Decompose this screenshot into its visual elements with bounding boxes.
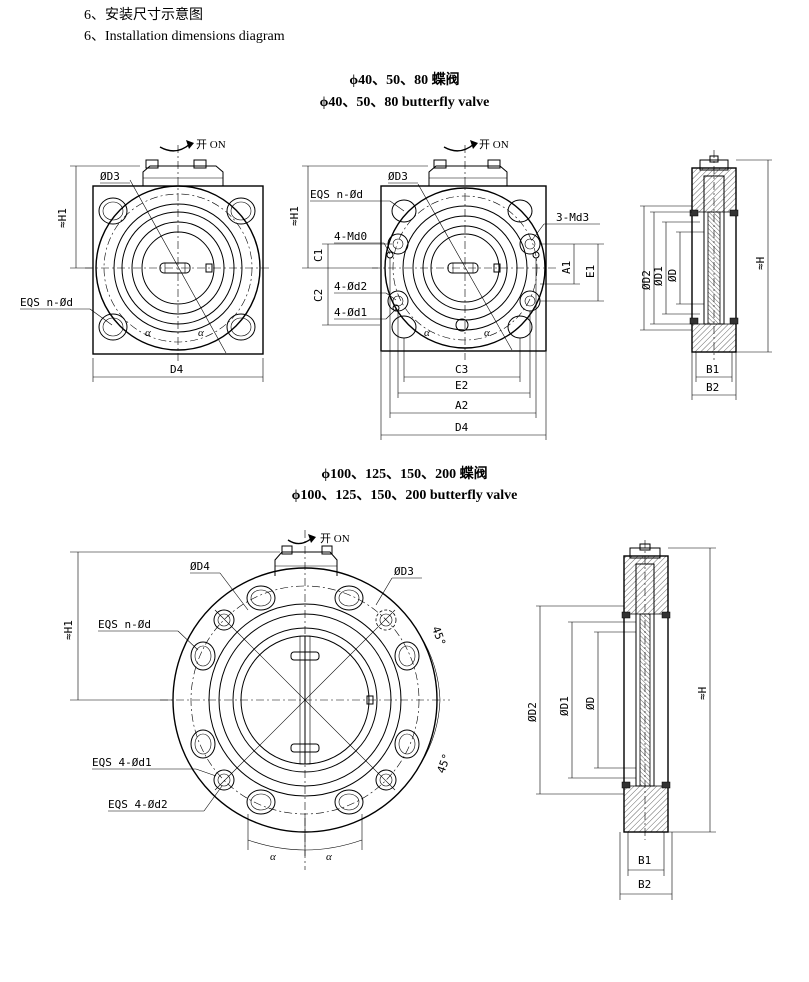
label-h: ≈H bbox=[754, 257, 767, 270]
label-c3: C3 bbox=[455, 363, 468, 376]
label-d3: ØD3 bbox=[388, 170, 408, 183]
label-h: ≈H bbox=[696, 687, 709, 700]
label-alpha-2: α bbox=[326, 851, 332, 863]
label-b1: B1 bbox=[706, 363, 719, 376]
label-d1: ØD1 bbox=[652, 266, 665, 286]
open-direction-arrow bbox=[159, 143, 191, 152]
section-heading-cn: 6、安装尺寸示意图 bbox=[84, 8, 203, 23]
label-d2: 4-Ød2 bbox=[334, 280, 367, 293]
label-b2: B2 bbox=[706, 381, 719, 394]
bolt-holes bbox=[98, 197, 256, 341]
label-alpha-1: α bbox=[424, 327, 430, 339]
label-d4: D4 bbox=[170, 363, 184, 376]
small-valve-title-en: ϕ40、50、80 butterfly valve bbox=[319, 95, 490, 110]
label-b2: B2 bbox=[638, 878, 651, 891]
label-eqs-d2: EQS 4-Ød2 bbox=[108, 798, 168, 811]
label-d4: D4 bbox=[455, 421, 469, 434]
label-h1: ≈H1 bbox=[288, 206, 301, 226]
label-eqs-d1: EQS 4-Ød1 bbox=[92, 756, 152, 769]
label-angle-2: 45° bbox=[435, 752, 454, 775]
label-a2: A2 bbox=[455, 399, 468, 412]
label-c2: C2 bbox=[312, 289, 325, 302]
label-eqs-n-d: EQS n-Ød bbox=[310, 188, 363, 201]
label-angle-1: 45° bbox=[429, 625, 448, 648]
label-d1: ØD1 bbox=[558, 696, 571, 716]
label-md3: 3-Md3 bbox=[556, 211, 589, 224]
small-valve-title-cn: ϕ40、50、80 蝶阀 bbox=[349, 73, 460, 88]
label-alpha-1: α bbox=[270, 851, 276, 863]
label-alpha-2: α bbox=[484, 327, 490, 339]
label-d2: ØD2 bbox=[526, 702, 539, 722]
label-alpha-1: α bbox=[145, 327, 151, 339]
label-d2: ØD2 bbox=[640, 270, 653, 290]
label-eqs-n-d: EQS n-Ød bbox=[20, 296, 73, 309]
open-label: 开 ON bbox=[479, 139, 509, 151]
label-d3: ØD3 bbox=[394, 565, 414, 578]
label-d1: 4-Ød1 bbox=[334, 306, 367, 319]
open-label: 开 ON bbox=[320, 533, 350, 545]
label-d: ØD bbox=[584, 697, 597, 710]
open-label: 开 ON bbox=[196, 139, 226, 151]
label-d4: ØD4 bbox=[190, 560, 210, 573]
label-eqs-n-d: EQS n-Ød bbox=[98, 618, 151, 631]
label-d: ØD bbox=[666, 269, 679, 282]
label-a1: A1 bbox=[560, 261, 573, 274]
label-d3: ØD3 bbox=[100, 170, 120, 183]
label-e1: E1 bbox=[584, 265, 597, 278]
section-heading-en: 6、Installation dimensions diagram bbox=[84, 29, 285, 44]
large-valve-title-cn: ϕ100、125、150、200 蝶阀 bbox=[321, 467, 488, 482]
label-b1: B1 bbox=[638, 854, 651, 867]
label-alpha-2: α bbox=[198, 327, 204, 339]
label-h1: ≈H1 bbox=[62, 620, 75, 640]
label-c1: C1 bbox=[312, 249, 325, 262]
bolt-holes bbox=[190, 585, 420, 815]
label-h1: ≈H1 bbox=[56, 208, 69, 228]
large-valve-title-en: ϕ100、125、150、200 butterfly valve bbox=[291, 488, 518, 503]
label-md0: 4-Md0 bbox=[334, 230, 367, 243]
label-e2: E2 bbox=[455, 379, 468, 392]
